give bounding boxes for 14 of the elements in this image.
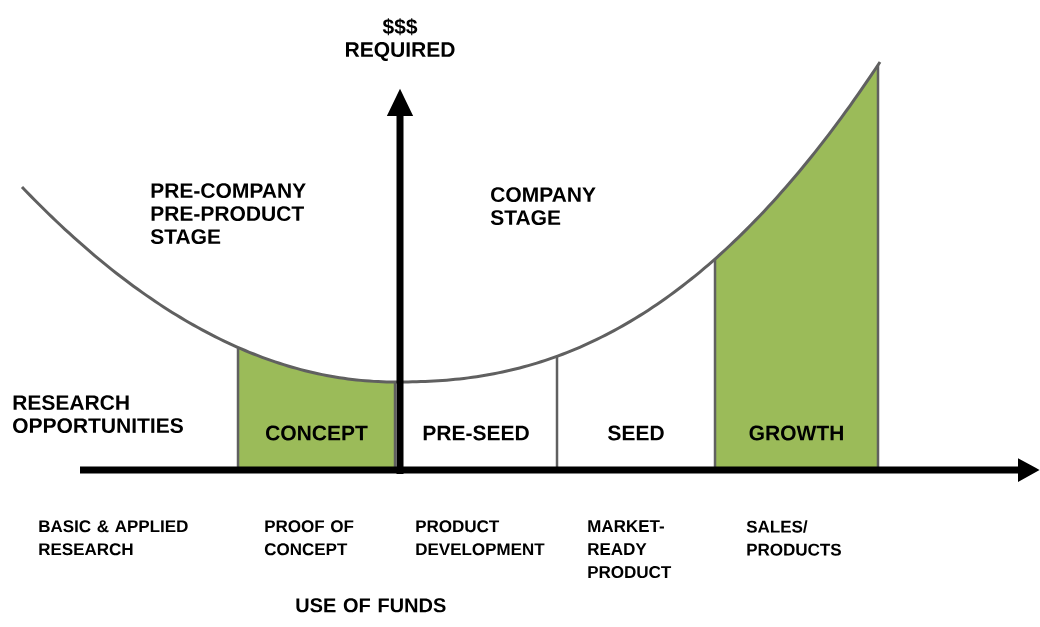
text-label: MARKET-READY PRODUCT [588, 520, 672, 579]
text-label: PRODUCT DEVELOPMENT [416, 520, 545, 556]
text-label: PRE-COMPANY PRE-PRODUCT STAGE [150, 183, 306, 245]
stage-column: CONCEPT [236, 347, 395, 470]
stage-column: PRE-SEED [393, 382, 529, 470]
text-label: PROOF OF CONCEPT [264, 520, 354, 556]
text-label: RESEARCH OPPORTUNITIES [13, 395, 183, 434]
text-label: COMPANY STAGE [490, 187, 596, 226]
stage-column: SEED [555, 356, 664, 470]
stage-column: GROWTH [713, 65, 880, 470]
text-label: $$$ REQUIRED [346, 18, 455, 61]
text-label: BASIC & APPLIED RESEARCH [39, 520, 188, 556]
text-label: SALES/ PRODUCTS [746, 520, 841, 556]
text-label: USE OF FUNDS [296, 598, 446, 613]
